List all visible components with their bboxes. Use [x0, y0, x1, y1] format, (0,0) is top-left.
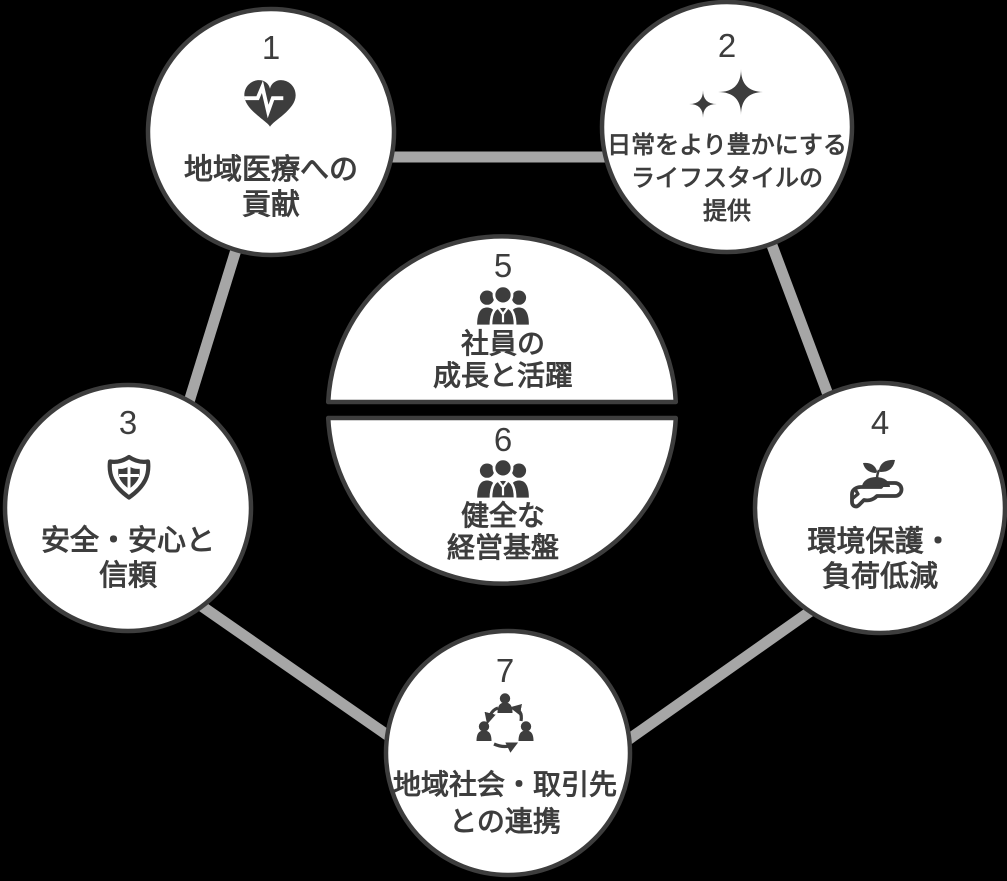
node-half-6 [325, 415, 679, 586]
node-2-label-line-3: 提供 [703, 198, 751, 225]
node-4: 4 環境保護・ 負荷低減 [752, 380, 1007, 636]
node-1-number: 1 [262, 29, 280, 66]
shield-icon [110, 457, 149, 498]
node-circle-7 [383, 628, 633, 878]
node-7-label-line-2: との連携 [449, 806, 561, 837]
node-5: 5 社員の 成長と活躍 [325, 234, 679, 405]
node-5-label-line-2: 成長と活躍 [433, 360, 573, 391]
node-5-number: 5 [494, 247, 512, 284]
seedling-hand-icon [850, 459, 904, 509]
node-3-label-line-2: 信頼 [99, 559, 158, 592]
node-6-label-line-2: 経営基盤 [447, 531, 560, 563]
node-2-number: 2 [718, 27, 736, 64]
node-4-number: 4 [871, 404, 889, 441]
node-2-label-line-1: 日常をより豊かにする [607, 131, 847, 159]
node-7-label-line-1: 地域社会・取引先 [393, 769, 617, 800]
node-2-label-line-2: ライフスタイルの [631, 165, 823, 192]
people-network-icon [476, 693, 534, 753]
node-3-label-line-1: 安全・安心と [41, 523, 215, 557]
node-circle-4 [752, 380, 1007, 636]
connector-line-3-7 [196, 600, 394, 742]
connector-line-2-4 [764, 238, 836, 402]
node-circle-1 [145, 6, 397, 258]
node-5-label-line-1: 社員の [461, 328, 545, 359]
node-7-number: 7 [496, 652, 514, 689]
connector-line-1-3 [182, 235, 246, 407]
node-circle-3 [2, 382, 254, 634]
node-4-label-line-2: 負荷低減 [822, 560, 938, 593]
node-1-label-line-1: 地域医療への [184, 153, 358, 186]
node-7: 7 地域社会・取引先 との連携 [383, 628, 633, 878]
node-1-label-line-2: 貢献 [242, 188, 300, 221]
connector-line-4-7 [621, 603, 819, 747]
node-2: 2 日常をより豊かにする ライフスタイルの 提供 [599, 0, 855, 255]
node-circle-2 [599, 0, 855, 255]
node-3-number: 3 [119, 404, 137, 441]
node-6-number: 6 [494, 421, 512, 458]
node-6: 6 健全な 経営基盤 [325, 415, 679, 586]
node-4-label-line-1: 環境保護・ [807, 524, 952, 558]
node-6-label-line-1: 健全な [461, 499, 545, 531]
node-3: 3 安全・安心と 信頼 [2, 382, 254, 634]
heart-pulse-icon [244, 80, 296, 127]
node-1: 1 地域医療への 貢献 [145, 6, 397, 258]
